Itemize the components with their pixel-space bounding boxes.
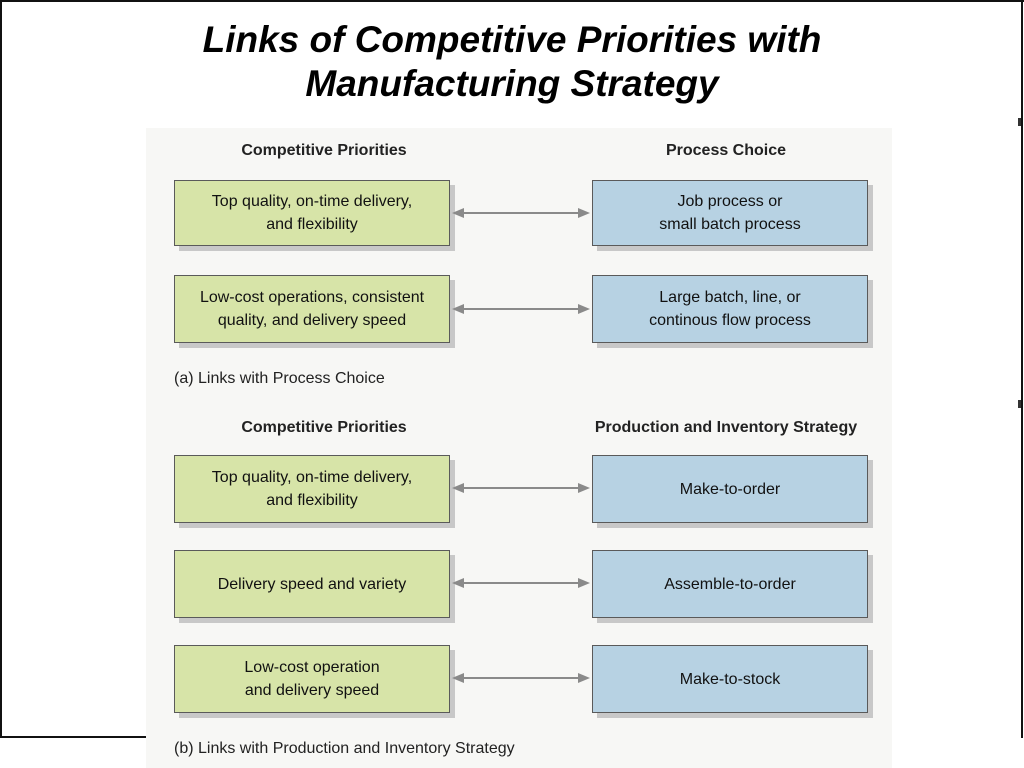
- priority-box-text: Low-cost operation and delivery speed: [244, 659, 380, 699]
- edge-mark: [1018, 118, 1021, 126]
- priority-box: Top quality, on-time delivery, and flexi…: [174, 455, 450, 523]
- priority-box-text: Delivery speed and variety: [217, 575, 407, 593]
- priority-box-text: Low-cost operations, consistent quality,…: [199, 289, 425, 329]
- section-a-right-heading: Process Choice: [665, 142, 787, 159]
- slide-frame-right: [1021, 0, 1023, 738]
- section-b-right-heading: Production and Inventory Strategy: [594, 419, 858, 436]
- inventory-strategy-box-text: Assemble-to-order: [664, 575, 796, 593]
- slide-title-line-2: Manufacturing Strategy: [305, 63, 719, 104]
- priority-box: Top quality, on-time delivery, and flexi…: [174, 180, 450, 246]
- section-b-caption: (b) Links with Production and Inventory …: [174, 740, 515, 757]
- double-headed-arrow-icon: [452, 578, 590, 588]
- section-a-caption: (a) Links with Process Choice: [174, 370, 385, 387]
- inventory-strategy-box: Assemble-to-order: [592, 550, 868, 618]
- priority-box: Low-cost operation and delivery speed: [174, 645, 450, 713]
- double-headed-arrow-icon: [452, 208, 590, 218]
- slide-frame-left: [0, 0, 2, 738]
- section-a-left-heading: Competitive Priorities: [241, 142, 407, 159]
- diagram-figure: Competitive Priorities Process Choice To…: [146, 128, 892, 768]
- double-headed-arrow-icon: [452, 673, 590, 683]
- inventory-strategy-box: Make-to-order: [592, 455, 868, 523]
- double-headed-arrow-icon: [452, 483, 590, 493]
- slide-frame-top: [0, 0, 1024, 2]
- slide-frame-bottom: [0, 736, 146, 738]
- slide-title-line-1: Links of Competitive Priorities with: [202, 19, 822, 60]
- priority-box: Delivery speed and variety: [174, 550, 450, 618]
- double-headed-arrow-icon: [452, 304, 590, 314]
- process-choice-box-text: Large batch, line, or continous flow pro…: [649, 289, 811, 329]
- slide-title: Links of Competitive Priorities with Man…: [0, 18, 1024, 106]
- process-choice-box: Large batch, line, or continous flow pro…: [592, 275, 868, 343]
- priority-box-text: Top quality, on-time delivery, and flexi…: [211, 193, 413, 233]
- priority-box-text: Top quality, on-time delivery, and flexi…: [211, 469, 413, 509]
- priority-box: Low-cost operations, consistent quality,…: [174, 275, 450, 343]
- inventory-strategy-box-text: Make-to-order: [679, 480, 781, 498]
- section-b-left-heading: Competitive Priorities: [241, 419, 407, 436]
- inventory-strategy-box: Make-to-stock: [592, 645, 868, 713]
- process-choice-box-text: Job process or small batch process: [659, 193, 801, 233]
- inventory-strategy-box-text: Make-to-stock: [679, 670, 781, 688]
- process-choice-box: Job process or small batch process: [592, 180, 868, 246]
- edge-mark: [1018, 400, 1021, 408]
